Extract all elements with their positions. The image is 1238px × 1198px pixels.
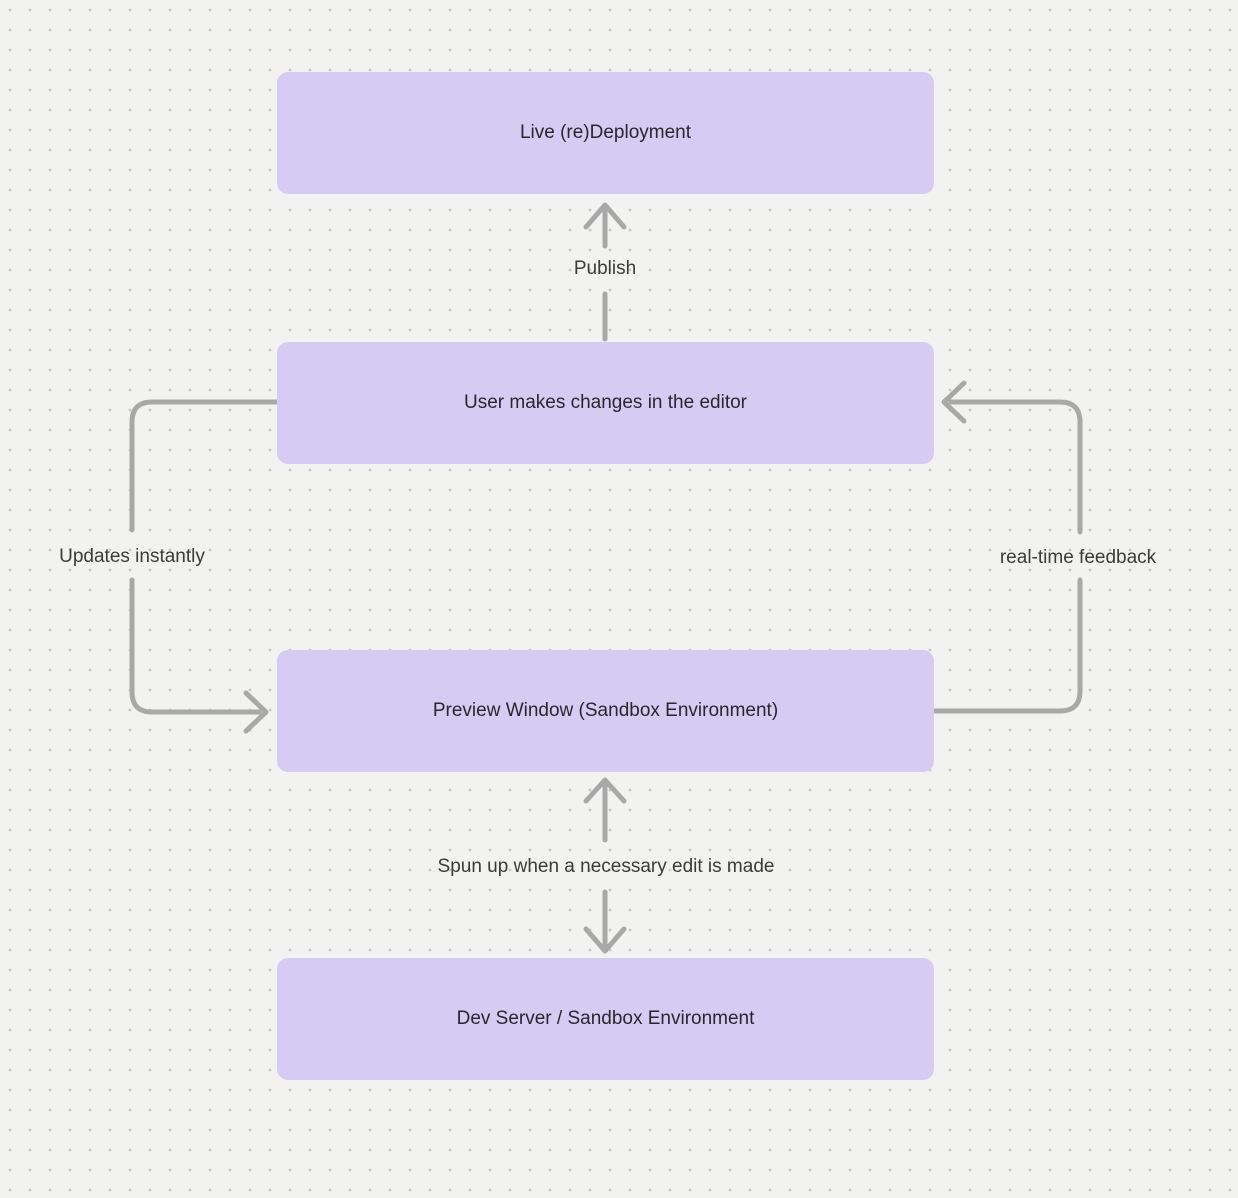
node-dev-server-label: Dev Server / Sandbox Environment bbox=[456, 1008, 755, 1029]
edge-label-realtime-feedback: real-time feedback bbox=[999, 547, 1157, 568]
arrow-feedback-upper bbox=[948, 399, 1083, 535]
edge-label-spun-up: Spun up when a necessary edit is made bbox=[437, 856, 775, 877]
arrow-sandbox-up-head bbox=[583, 777, 627, 804]
arrow-updates-head bbox=[243, 690, 269, 734]
node-user-editor-label: User makes changes in the editor bbox=[463, 392, 748, 413]
arrow-updates-lower bbox=[129, 577, 262, 715]
arrow-updates-upper bbox=[129, 399, 280, 533]
edge-label-updates-instantly: Updates instantly bbox=[59, 546, 205, 567]
arrow-feedback-lower bbox=[931, 577, 1083, 714]
node-dev-server[interactable]: Dev Server / Sandbox Environment bbox=[277, 958, 934, 1080]
node-user-editor[interactable]: User makes changes in the editor bbox=[277, 342, 934, 464]
node-preview-window-label: Preview Window (Sandbox Environment) bbox=[432, 700, 779, 721]
node-live-redeployment[interactable]: Live (re)Deployment bbox=[277, 72, 934, 194]
arrow-publish-head bbox=[583, 202, 627, 230]
node-live-redeployment-label: Live (re)Deployment bbox=[519, 122, 692, 143]
node-preview-window[interactable]: Preview Window (Sandbox Environment) bbox=[277, 650, 934, 772]
arrow-feedback-head bbox=[941, 380, 967, 424]
edge-label-publish: Publish bbox=[573, 258, 637, 279]
arrow-sandbox-down-head bbox=[583, 926, 627, 954]
arrow-group bbox=[129, 202, 1083, 954]
